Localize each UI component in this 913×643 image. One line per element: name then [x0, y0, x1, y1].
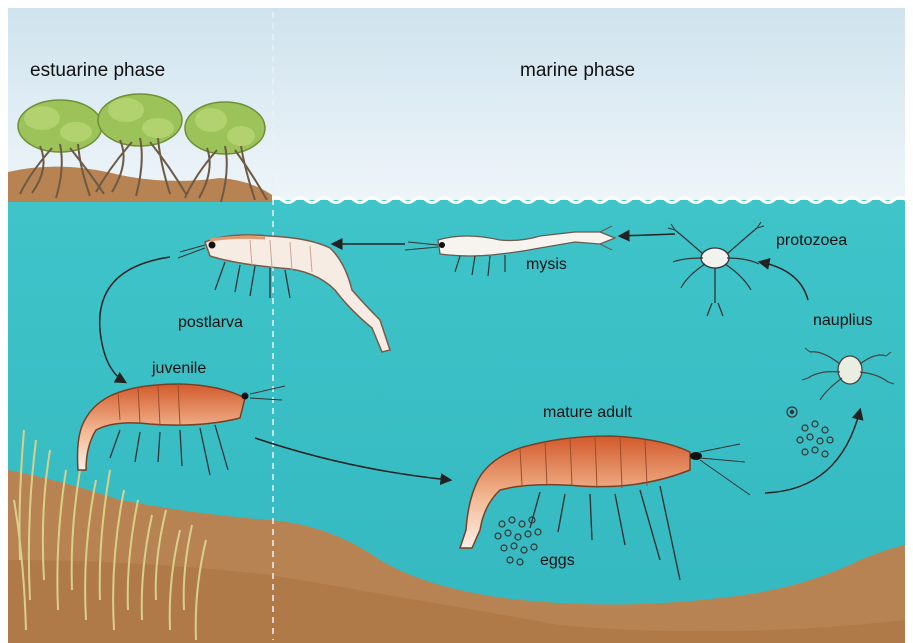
protozoea-label: protozoea — [776, 232, 847, 250]
marine-phase-label: marine phase — [520, 60, 635, 82]
postlarva-label: postlarva — [178, 314, 243, 332]
estuarine-phase-label: estuarine phase — [30, 60, 165, 82]
mysis-label: mysis — [526, 256, 567, 274]
juvenile-label: juvenile — [152, 360, 206, 378]
mature-adult-label: mature adult — [543, 404, 632, 422]
nauplius-label: nauplius — [813, 312, 873, 330]
eggs-label: eggs — [540, 552, 575, 570]
